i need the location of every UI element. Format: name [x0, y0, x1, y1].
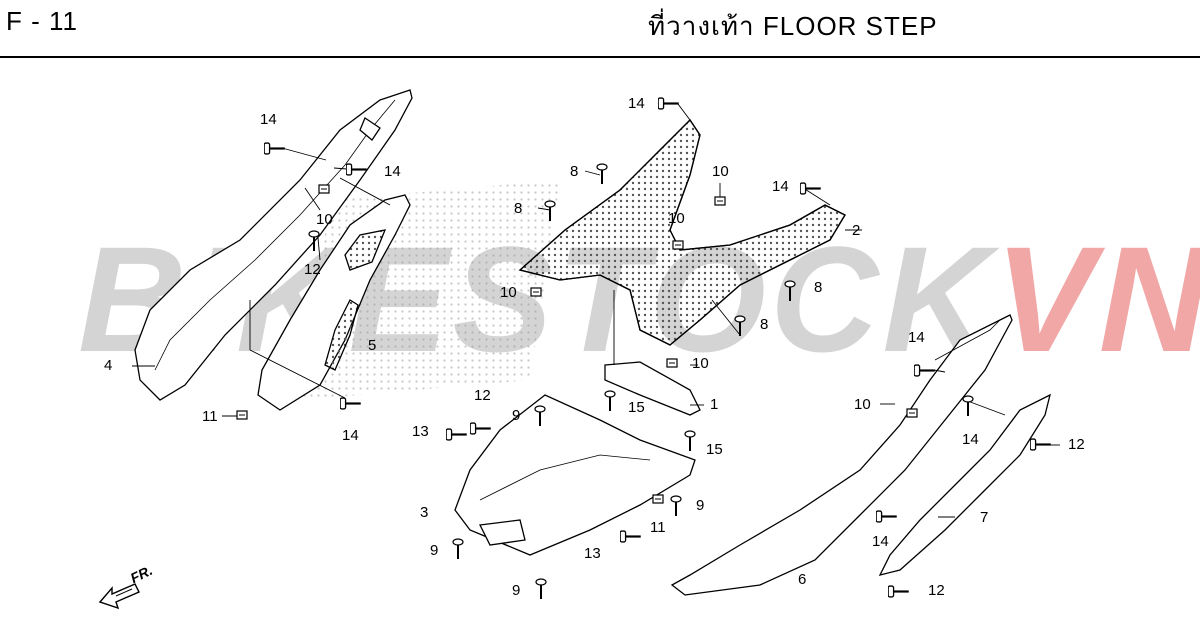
leader-lines [132, 103, 1060, 518]
callout-14: 14 [628, 95, 645, 112]
callout-15: 15 [706, 441, 723, 458]
callout-14: 14 [772, 178, 789, 195]
callout-10: 10 [692, 355, 709, 372]
callout-12: 12 [1068, 436, 1085, 453]
part-5-inner-cover [257, 194, 411, 411]
callout-8: 8 [570, 163, 579, 180]
part-4-left-side-cover [134, 89, 413, 401]
callout-14: 14 [908, 329, 925, 346]
part-7-right-trim [878, 393, 1051, 576]
page-title: ที่วางเท้า FLOOR STEP [648, 11, 938, 41]
part-3-under-cover [454, 394, 696, 556]
callout-13: 13 [584, 545, 601, 562]
front-direction-arrow [98, 583, 140, 610]
callout-10: 10 [500, 284, 517, 301]
callout-10: 10 [668, 210, 685, 227]
callout-15: 15 [628, 399, 645, 416]
part-2-floor-step [518, 118, 846, 346]
callout-14: 14 [342, 427, 359, 444]
callout-14: 14 [384, 163, 401, 180]
callout-1: 1 [710, 396, 719, 413]
callout-4: 4 [104, 357, 113, 374]
callout-8: 8 [760, 316, 769, 333]
callout-9: 9 [430, 542, 439, 559]
callout-9: 9 [512, 582, 521, 599]
callout-6: 6 [798, 571, 807, 588]
callout-12: 12 [474, 387, 491, 404]
callout-14: 14 [872, 533, 889, 550]
callout-2: 2 [852, 222, 861, 239]
callout-11: 11 [650, 519, 666, 536]
callout-3: 3 [420, 504, 429, 521]
header-divider [0, 56, 1200, 58]
callout-9: 9 [512, 407, 521, 424]
callout-8: 8 [814, 279, 823, 296]
exploded-parts-diagram [98, 89, 1060, 610]
callout-12: 12 [928, 582, 945, 599]
callout-14: 14 [260, 111, 277, 128]
callout-11: 11 [202, 408, 218, 425]
callout-10: 10 [854, 396, 871, 413]
page-code: F - 11 [6, 6, 78, 36]
callout-5: 5 [368, 337, 377, 354]
callout-8: 8 [514, 200, 523, 217]
callout-10: 10 [712, 163, 729, 180]
part-1-bracket [604, 361, 701, 416]
callout-12: 12 [304, 261, 321, 278]
callout-14: 14 [962, 431, 979, 448]
callout-10: 10 [316, 211, 333, 228]
callout-13: 13 [412, 423, 429, 440]
callout-9: 9 [696, 497, 705, 514]
part-6-right-side-cover [670, 314, 1013, 596]
callout-7: 7 [980, 509, 989, 526]
